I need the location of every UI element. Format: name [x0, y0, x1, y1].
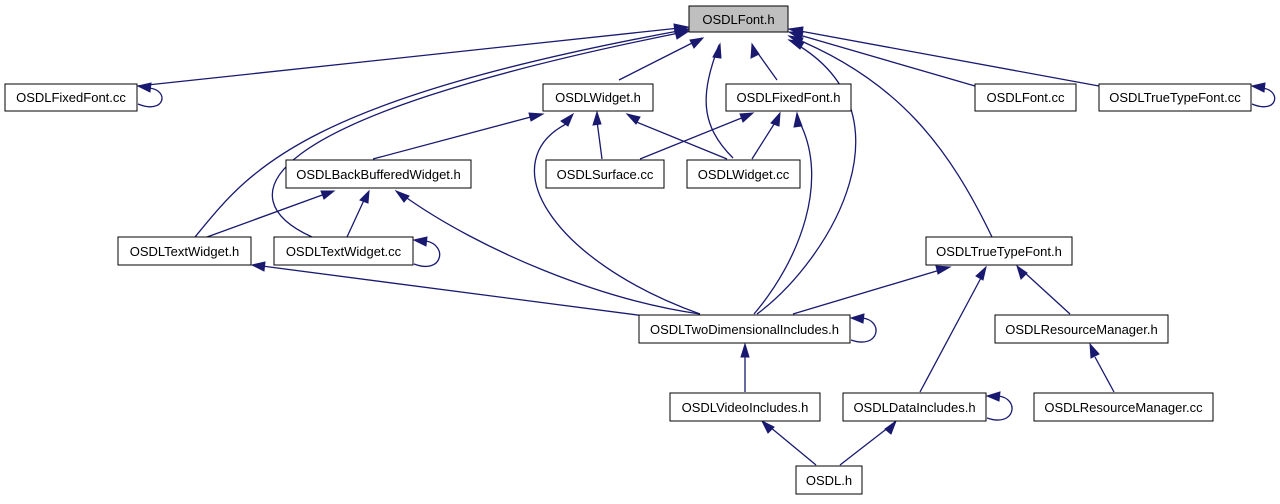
arrowhead-truetype_h-resmgr_h: [1016, 264, 1028, 280]
node-label: OSDLWidget.cc: [698, 167, 790, 182]
edge-truetype_h-data_h: [919, 275, 983, 393]
node-osdltruetypefont-h[interactable]: OSDLTrueTypeFont.h: [925, 236, 1073, 266]
arrowhead-fixedfont_h-twodim_h: [793, 111, 803, 128]
edge-data_h-self: [986, 395, 1013, 421]
edge-widget_h-twodim_h: [533, 121, 701, 315]
edge-font_h-textwidget_h: [194, 28, 690, 238]
node-osdldataincludes-h[interactable]: OSDLDataIncludes.h: [842, 392, 987, 422]
edge-fixedfont_h-twodim_h: [753, 120, 813, 315]
node-label: OSDLTextWidget.cc: [286, 244, 402, 259]
node-osdlbackbufferedwidget-h[interactable]: OSDLBackBufferedWidget.h: [285, 159, 472, 189]
arrowhead-font_h-textwidget_cc: [674, 30, 691, 40]
node-label: OSDLFont.cc: [986, 90, 1065, 105]
arrowhead-font_h-widget_cc: [712, 42, 722, 59]
node-osdltextwidget-cc[interactable]: OSDLTextWidget.cc: [273, 236, 414, 266]
arrowhead-fixedfont_h-widget_cc: [770, 111, 781, 127]
node-osdl-h[interactable]: OSDL.h: [795, 465, 863, 495]
node-label: OSDLSurface.cc: [557, 167, 654, 182]
arrowhead-backbuffered_h-textwidget_h: [320, 190, 336, 200]
node-label: OSDLBackBufferedWidget.h: [296, 167, 461, 182]
arrowhead-textwidget_h-twodim_h: [250, 261, 266, 272]
arrowheads-layer: [136, 23, 1266, 435]
arrowhead-fixedfont_h-surface_cc: [739, 112, 755, 123]
edge-backbuffered_h-twodim_h: [403, 195, 701, 315]
node-osdlresourcemanager-cc[interactable]: OSDLResourceManager.cc: [1033, 392, 1214, 422]
edge-font_h-truetype_cc: [788, 28, 1100, 87]
node-label: OSDLDataIncludes.h: [853, 400, 975, 415]
edge-data_h-osdl_h: [839, 426, 890, 466]
edge-font_h-font_cc: [788, 31, 976, 87]
edge-fixedfont_h-widget_cc: [751, 120, 777, 160]
arrowhead-font_h-fixedfont_h: [750, 42, 760, 59]
nodes-layer: OSDLFont.h OSDLFixedFont.cc OSDLWidget.h…: [4, 5, 1252, 495]
edge-fixedfont_cc-self: [137, 87, 163, 108]
node-label: OSDLTrueTypeFont.h: [936, 244, 1062, 259]
edge-resmgr_h-resmgr_cc: [1094, 356, 1115, 393]
arrowhead-twodim_h-self: [849, 313, 865, 324]
node-osdltruetypefont-cc[interactable]: OSDLTrueTypeFont.cc: [1098, 83, 1252, 112]
edge-font_h-textwidget_cc: [271, 30, 690, 238]
edge-backbuffered_h-textwidget_cc: [346, 197, 366, 238]
node-osdlfixedfont-cc[interactable]: OSDLFixedFont.cc: [4, 83, 138, 112]
node-osdlfont-cc[interactable]: OSDLFont.cc: [974, 83, 1077, 112]
node-osdlfont-h[interactable]: OSDLFont.h: [688, 5, 789, 33]
arrowhead-widget_h-surface_cc: [592, 110, 602, 126]
arrowhead-font_h-truetype_cc: [787, 26, 804, 36]
edge-widget_h-surface_cc: [596, 120, 603, 160]
node-label: OSDLFixedFont.cc: [16, 90, 126, 105]
node-label: OSDLResourceManager.h: [1005, 322, 1157, 337]
node-osdlvideoincludes-h[interactable]: OSDLVideoIncludes.h: [669, 392, 821, 422]
node-label: OSDLFont.h: [702, 12, 774, 27]
node-label: OSDLFixedFont.h: [736, 90, 840, 105]
arrowhead-data_h-osdl_h: [884, 419, 898, 435]
edge-font_h-fixedfont_cc: [137, 26, 690, 87]
node-osdlwidget-cc[interactable]: OSDLWidget.cc: [686, 159, 801, 189]
arrowhead-twodim_h-video_h: [740, 342, 750, 358]
arrowhead-textwidget_cc-self: [412, 236, 428, 247]
edge-fixedfont_h-surface_cc: [639, 116, 745, 160]
node-label: OSDLVideoIncludes.h: [682, 400, 809, 415]
arrowhead-truetype_h-data_h: [975, 265, 987, 281]
edge-font_h-widget_cc: [705, 44, 734, 159]
node-osdltextwidget-h[interactable]: OSDLTextWidget.h: [117, 236, 252, 266]
node-label: OSDL.h: [806, 473, 852, 488]
arrowhead-backbuffered_h-twodim_h: [394, 189, 410, 203]
arrowhead-widget_h-widget_cc: [625, 113, 641, 125]
arrowhead-video_h-osdl_h: [760, 419, 775, 434]
edge-video_h-osdl_h: [769, 426, 817, 466]
node-osdlwidget-h[interactable]: OSDLWidget.h: [542, 83, 654, 112]
arrowhead-fixedfont_cc-self: [136, 82, 152, 93]
node-label: OSDLTextWidget.h: [130, 244, 240, 259]
node-osdlresourcemanager-h[interactable]: OSDLResourceManager.h: [994, 314, 1169, 344]
arrowhead-widget_h-backbuffered_h: [528, 112, 545, 122]
edge-truetype_h-resmgr_h: [1023, 271, 1071, 315]
edge-widget_h-backbuffered_h: [372, 113, 543, 160]
edge-truetype_cc-self: [1251, 87, 1276, 108]
node-label: OSDLWidget.h: [555, 90, 641, 105]
edge-textwidget_h-twodim_h: [261, 265, 646, 317]
edge-twodim_h-self: [850, 317, 877, 343]
arrowhead-backbuffered_h-textwidget_cc: [359, 189, 370, 204]
arrowhead-truetype_cc-self: [1250, 82, 1266, 93]
edge-truetype_h-twodim_h: [792, 269, 941, 315]
edges-layer: [137, 26, 1276, 466]
edge-backbuffered_h-textwidget_h: [206, 193, 326, 238]
arrowhead-resmgr_h-resmgr_cc: [1089, 342, 1100, 359]
node-osdlsurface-cc[interactable]: OSDLSurface.cc: [545, 159, 665, 189]
arrowhead-widget_h-twodim_h: [560, 112, 575, 127]
node-label: OSDLResourceManager.cc: [1044, 400, 1203, 415]
node-label: OSDLTrueTypeFont.cc: [1109, 90, 1241, 105]
arrowhead-data_h-self: [985, 391, 1001, 402]
edge-font_h-truetype_h: [788, 35, 993, 238]
node-osdlfixedfont-h[interactable]: OSDLFixedFont.h: [725, 83, 852, 112]
arrowhead-font_h-widget_h: [689, 37, 705, 49]
edge-textwidget_cc-self: [413, 240, 441, 267]
edge-widget_h-widget_cc: [633, 120, 728, 160]
arrowhead-truetype_h-twodim_h: [935, 265, 952, 275]
node-label: OSDLTwoDimensionalIncludes.h: [650, 322, 839, 337]
node-osdltwodimensionalincludes-h[interactable]: OSDLTwoDimensionalIncludes.h: [638, 314, 851, 344]
edge-font_h-widget_h: [618, 37, 703, 81]
edge-font_h-twodim_h: [756, 39, 857, 315]
